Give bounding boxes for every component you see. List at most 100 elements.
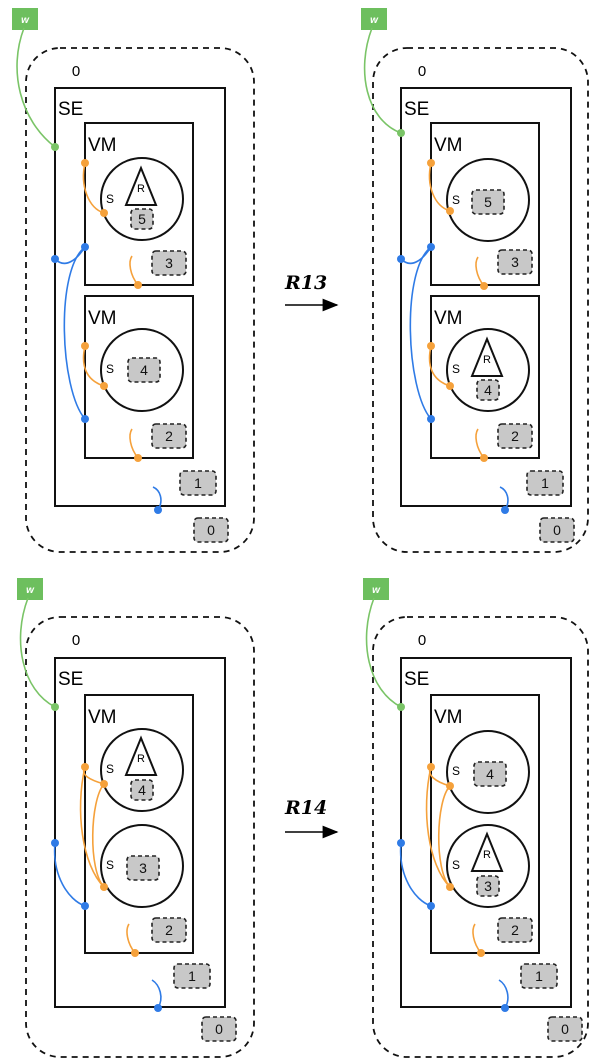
token-2	[497, 423, 533, 449]
orange-edge-lower-curl	[129, 428, 139, 459]
orange-node-upper-b	[100, 209, 108, 217]
vm-label-lower: VM	[434, 308, 463, 329]
orange-edge-upper-curl	[475, 256, 485, 287]
blue-node-c	[501, 1004, 509, 1012]
orange-edge-curl	[472, 923, 482, 954]
se-label: SE	[404, 669, 429, 690]
transition-r14: R14	[284, 797, 339, 839]
token-0	[547, 1016, 583, 1042]
r-label-lower: R	[483, 354, 491, 366]
outer-label: 0	[418, 632, 426, 649]
transition-r13: R13	[284, 272, 339, 312]
se-box	[400, 87, 572, 507]
outer-region	[372, 616, 589, 1058]
outer-region	[25, 47, 255, 553]
orange-node-lower-a	[427, 342, 435, 350]
token-2-label: 2	[511, 428, 519, 444]
token-3-label: 3	[165, 255, 173, 271]
r-label: R	[483, 849, 491, 861]
token-5-label: 5	[138, 211, 146, 227]
orange-node-d	[131, 949, 139, 957]
se-box	[54, 657, 226, 1008]
s-circle-upper	[446, 730, 530, 814]
s-label-lower: S	[452, 362, 460, 376]
orange-edge-cross	[425, 766, 451, 888]
blue-node-b	[81, 902, 89, 910]
blue-node-c	[154, 1004, 162, 1012]
s-circle-lower	[446, 328, 530, 412]
orange-node-lower-c	[134, 454, 142, 462]
orange-node-upper-a	[427, 159, 435, 167]
r-triangle	[470, 831, 504, 872]
orange-node-a	[81, 763, 89, 771]
blue-node-d	[154, 506, 162, 514]
rule-r13-label: R13	[284, 272, 327, 294]
orange-node-lower-c	[480, 454, 488, 462]
blue-edge-upper	[54, 246, 86, 265]
s-circle-upper	[446, 158, 530, 242]
blue-node-b	[81, 243, 89, 251]
token-0-label: 0	[561, 1021, 569, 1037]
vm-label: VM	[88, 707, 117, 728]
orange-node-d	[477, 949, 485, 957]
orange-edge-lower-curl	[475, 428, 485, 459]
orange-node-upper-b	[446, 207, 454, 215]
s-label-upper: S	[106, 762, 114, 776]
s-circle-lower	[100, 328, 184, 412]
se-label: SE	[58, 99, 83, 120]
blue-edge-long	[409, 246, 432, 420]
token-3-label: 3	[484, 878, 492, 894]
orange-node-a	[427, 763, 435, 771]
token-4	[127, 357, 161, 383]
token-1-label: 1	[188, 968, 196, 984]
blue-edge	[399, 842, 432, 907]
blue-node-a	[397, 839, 405, 847]
w-label: w	[21, 15, 30, 26]
token-4	[476, 379, 500, 401]
green-edge	[19, 597, 56, 708]
outer-label: 0	[72, 632, 80, 649]
orange-node-b	[100, 780, 108, 788]
token-3	[126, 855, 160, 881]
s-label-lower: S	[106, 858, 114, 872]
token-1	[520, 963, 558, 989]
token-5	[130, 208, 154, 230]
token-4-label: 4	[138, 782, 146, 798]
token-0	[539, 517, 575, 543]
token-3	[151, 250, 187, 276]
orange-edge-cross-2	[437, 785, 451, 888]
token-0-label: 0	[553, 522, 561, 538]
orange-edge-cross-2	[91, 783, 105, 888]
token-4	[473, 761, 507, 787]
green-edge	[363, 27, 402, 134]
s-circle-upper	[100, 157, 184, 241]
green-node	[51, 143, 59, 151]
blue-edge-curl	[498, 979, 509, 1009]
blue-node-b	[427, 243, 435, 251]
orange-edge-lower	[428, 345, 451, 387]
se-label: SE	[58, 669, 83, 690]
orange-edge-upper	[428, 162, 451, 212]
orange-node-c	[446, 883, 454, 891]
vm-box	[84, 694, 194, 954]
token-4	[130, 779, 154, 801]
r-triangle-upper	[124, 165, 158, 206]
w-tag	[17, 578, 43, 600]
token-5	[471, 189, 505, 215]
blue-node-c	[81, 415, 89, 423]
orange-node-c	[100, 883, 108, 891]
blue-node-d	[501, 506, 509, 514]
token-0-label: 0	[215, 1021, 223, 1037]
outer-label: 0	[72, 63, 80, 80]
token-1	[179, 470, 217, 496]
orange-node-b	[446, 782, 454, 790]
token-4-label: 4	[486, 766, 494, 782]
token-0-label: 0	[207, 522, 215, 538]
rule-r14-label: R14	[284, 797, 327, 819]
s-label-lower: S	[452, 858, 460, 872]
orange-edge-upper	[82, 162, 105, 214]
panel-bottom-left: w 0 SE VM S R 4 S 3 2 1 0	[17, 578, 255, 1058]
se-box	[54, 87, 226, 507]
token-0	[193, 517, 229, 543]
token-2	[151, 917, 187, 943]
